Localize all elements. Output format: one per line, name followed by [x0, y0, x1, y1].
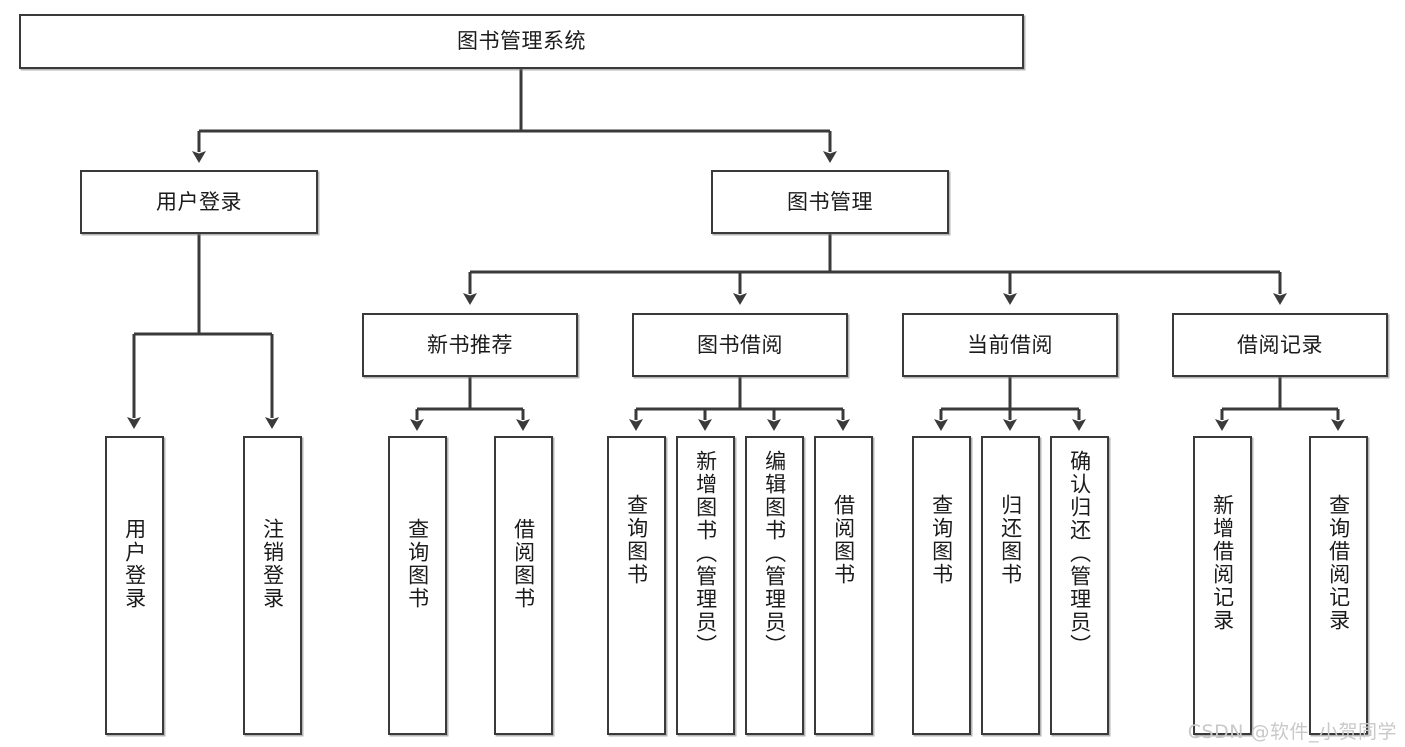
leaf-add-borrow-record[interactable]: 新增借阅记录: [1193, 436, 1252, 735]
leaf-confirm-return-admin-label: 确认归还（管理员）: [1067, 450, 1092, 657]
node-user-login-label: 用户登录: [156, 189, 242, 214]
leaf-user-login[interactable]: 用户登录: [105, 436, 164, 735]
leaf-borrow-book-recommend-label: 借阅图书: [511, 518, 536, 610]
node-book-management-label: 图书管理: [787, 189, 873, 214]
leaf-add-book-admin[interactable]: 新增图书（管理员）: [676, 436, 735, 735]
leaf-edit-book-admin[interactable]: 编辑图书（管理员）: [745, 436, 804, 735]
node-current-borrow[interactable]: 当前借阅: [902, 313, 1118, 377]
node-book-management[interactable]: 图书管理: [711, 170, 949, 234]
leaf-add-borrow-record-label: 新增借阅记录: [1210, 494, 1235, 632]
node-new-book-recommend-label: 新书推荐: [427, 332, 513, 357]
leaf-confirm-return-admin[interactable]: 确认归还（管理员）: [1050, 436, 1109, 735]
node-user-login[interactable]: 用户登录: [80, 170, 318, 234]
leaf-borrow-book-borrow-label: 借阅图书: [831, 494, 856, 586]
leaf-query-book-recommend[interactable]: 查询图书: [388, 436, 447, 735]
leaf-edit-book-admin-label: 编辑图书（管理员）: [762, 450, 787, 657]
leaf-logout-label: 注销登录: [260, 518, 285, 610]
node-current-borrow-label: 当前借阅: [967, 332, 1053, 357]
leaf-query-borrow-record-label: 查询借阅记录: [1326, 494, 1351, 632]
leaf-query-book-current-label: 查询图书: [929, 494, 954, 586]
node-borrow-record-label: 借阅记录: [1237, 332, 1323, 357]
leaf-query-book-recommend-label: 查询图书: [405, 518, 430, 610]
leaf-add-book-admin-label: 新增图书（管理员）: [693, 450, 718, 657]
leaf-query-borrow-record[interactable]: 查询借阅记录: [1309, 436, 1368, 735]
node-new-book-recommend[interactable]: 新书推荐: [362, 313, 578, 377]
leaf-return-book[interactable]: 归还图书: [981, 436, 1040, 735]
leaf-query-book-current[interactable]: 查询图书: [912, 436, 971, 735]
node-root[interactable]: 图书管理系统: [19, 14, 1024, 69]
node-borrow-record[interactable]: 借阅记录: [1172, 313, 1388, 377]
node-book-borrow-label: 图书借阅: [697, 332, 783, 357]
leaf-borrow-book-borrow[interactable]: 借阅图书: [814, 436, 873, 735]
leaf-logout[interactable]: 注销登录: [243, 436, 302, 735]
node-book-borrow[interactable]: 图书借阅: [632, 313, 848, 377]
leaf-return-book-label: 归还图书: [998, 494, 1023, 586]
leaf-user-login-label: 用户登录: [122, 518, 147, 610]
leaf-query-book-borrow-label: 查询图书: [624, 494, 649, 586]
node-root-label: 图书管理系统: [457, 29, 586, 54]
leaf-query-book-borrow[interactable]: 查询图书: [607, 436, 666, 735]
csdn-watermark: CSDN @软件_小贺同学: [1187, 721, 1397, 743]
leaf-borrow-book-recommend[interactable]: 借阅图书: [494, 436, 553, 735]
